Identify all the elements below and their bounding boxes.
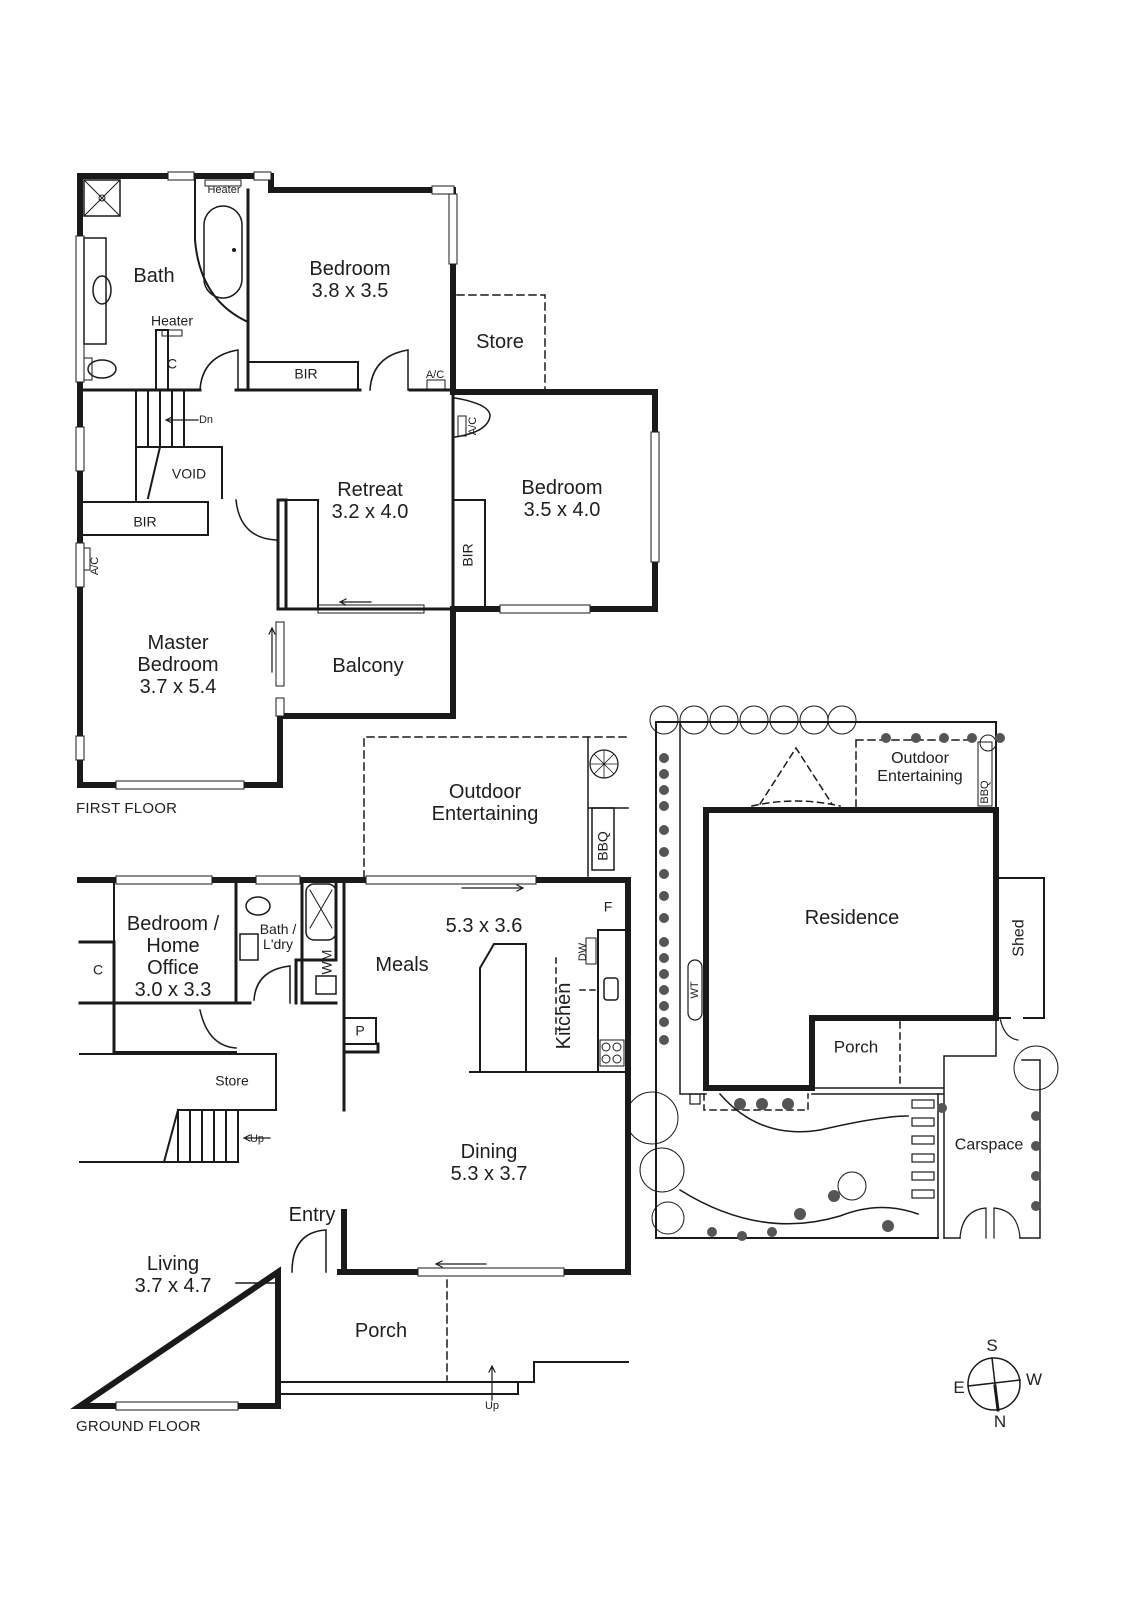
bbq-label: BBQ (594, 831, 611, 861)
bir-label-1: BIR (294, 365, 318, 382)
water-tank-label: WT (689, 981, 701, 999)
bir-label-3: BIR (459, 543, 476, 567)
pantry-label: P (355, 1022, 365, 1039)
room-label-bath: Bath (133, 265, 175, 287)
room-label-bath-laundry: Bath / L'dry (259, 921, 297, 952)
room-label-store-lower: Store (215, 1072, 249, 1089)
meals-dimensions: 5.3 x 3.6 (445, 915, 523, 937)
porch-steps-up-label: Up (484, 1400, 500, 1412)
room-label-store-upper: Store (476, 331, 524, 353)
first-floor-walls (75, 171, 660, 790)
room-label-outdoor-entertaining: Outdoor Entertaining (431, 781, 539, 825)
stairs-up-label: Up (249, 1133, 265, 1145)
fridge-label: F (603, 898, 613, 915)
compass-rose (967, 1357, 1021, 1412)
site-bbq-label: BBQ (979, 780, 991, 804)
site-label-shed: Shed (1010, 919, 1028, 957)
compass-east-label: E (953, 1378, 965, 1397)
first-floor-caption: FIRST FLOOR (76, 800, 178, 817)
bir-label-2: BIR (133, 513, 157, 530)
ac-label-1: A/C (425, 369, 445, 381)
compass-south-label: S (986, 1336, 998, 1355)
site-plan (625, 705, 1059, 1241)
cupboard-label-ground: C (92, 961, 104, 978)
dishwasher-label: DW (577, 942, 589, 962)
void-label: VOID (171, 465, 207, 482)
site-label-porch: Porch (833, 1037, 879, 1057)
ground-floor-caption: GROUND FLOOR (76, 1418, 201, 1435)
room-label-kitchen: Kitchen (553, 982, 575, 1050)
stairs-down-label: Dn (198, 414, 214, 426)
site-label-outdoor: Outdoor Entertaining (877, 750, 963, 785)
cupboard-label: C (166, 355, 178, 372)
washing-machine-label: WM (318, 949, 335, 975)
site-label-carspace: Carspace (954, 1136, 1024, 1154)
ground-floor-walls (70, 736, 631, 1411)
heater-label-top: Heater (207, 184, 241, 196)
ac-label-3: A/C (89, 556, 101, 576)
ac-label-2: A/C (467, 416, 479, 436)
room-label-meals: Meals (375, 954, 429, 976)
room-label-balcony: Balcony (332, 655, 404, 677)
heater-label-bath: Heater (150, 312, 194, 329)
room-label-porch: Porch (354, 1320, 408, 1342)
compass-west-label: W (1025, 1370, 1043, 1389)
site-label-residence: Residence (804, 907, 900, 929)
compass-north-label: N (993, 1412, 1007, 1431)
room-label-entry: Entry (288, 1204, 336, 1226)
